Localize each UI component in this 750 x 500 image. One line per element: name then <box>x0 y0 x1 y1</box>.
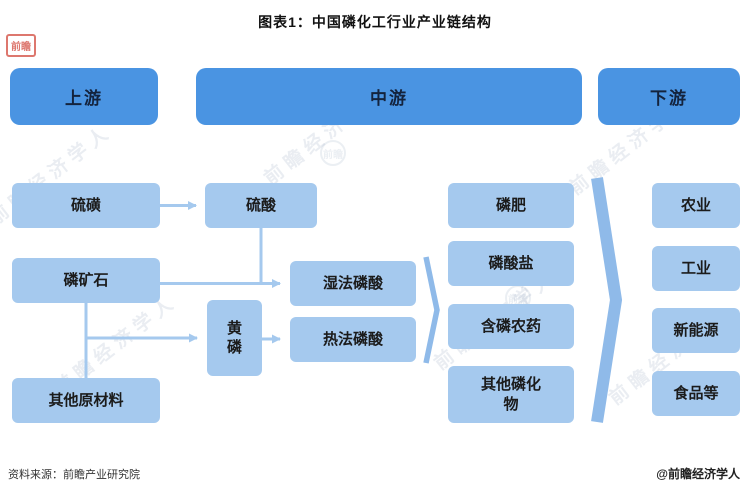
node-sulfur: 硫磺 <box>12 183 160 228</box>
node-yellow-phosphorus: 黄磷 <box>207 300 262 376</box>
source-note: 资料来源：前瞻产业研究院 <box>8 469 140 481</box>
watermark-badge: 前瞻 <box>320 140 346 166</box>
header-midstream: 中游 <box>196 68 582 125</box>
node-new-energy: 新能源 <box>652 308 740 353</box>
node-phosphate-fertilizer: 磷肥 <box>448 183 574 228</box>
node-phosphate-salts: 磷酸盐 <box>448 241 574 286</box>
node-industry: 工业 <box>652 246 740 291</box>
page-title: 图表1：中国磷化工行业产业链结构 <box>258 14 492 30</box>
chevron-products-to-downstream <box>591 177 623 423</box>
node-other-raw-materials: 其他原材料 <box>12 378 160 423</box>
node-yellow-phosphorus-label: 黄磷 <box>226 319 242 357</box>
node-thermal-process-phosphoric-acid: 热法磷酸 <box>290 317 416 362</box>
node-phosphate-rock: 磷矿石 <box>12 258 160 303</box>
node-agriculture: 农业 <box>652 183 740 228</box>
node-other-phosphides-label: 其他磷化物 <box>480 376 541 413</box>
header-downstream: 下游 <box>598 68 740 125</box>
node-sulfuric-acid: 硫酸 <box>205 183 317 228</box>
credit-note: @前瞻经济学人 <box>656 467 740 481</box>
node-other-phosphides: 其他磷化物 <box>448 366 574 423</box>
node-phosphorus-pesticides: 含磷农药 <box>448 304 574 349</box>
header-upstream: 上游 <box>10 68 158 125</box>
node-food: 食品等 <box>652 371 740 416</box>
qianzhan-logo-watermark: 前瞻 <box>6 34 36 57</box>
chevron-acids-to-products <box>423 256 440 364</box>
node-wet-process-phosphoric-acid: 湿法磷酸 <box>290 261 416 306</box>
